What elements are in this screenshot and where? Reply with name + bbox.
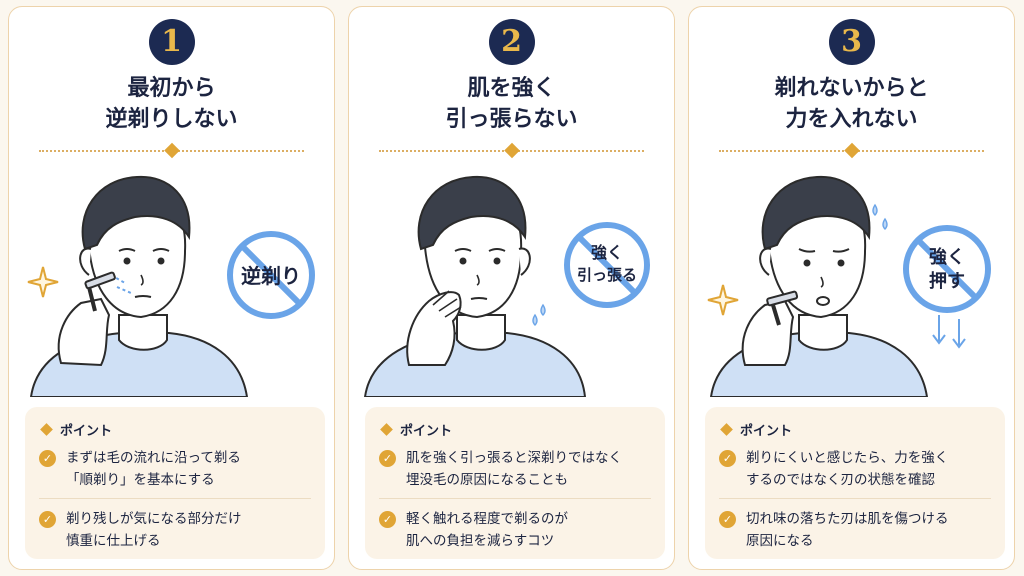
point-text-line: 剃り残しが気になる部分だけ xyxy=(66,511,242,527)
check-icon: ✓ xyxy=(379,450,396,467)
sign-label: 押す xyxy=(929,270,965,292)
sign-label: 強く xyxy=(591,243,623,262)
point-item: ✓ まずは毛の流れに沿って剃る「順剃り」を基本にする xyxy=(39,438,311,498)
diamond-icon xyxy=(163,142,180,159)
point-text-line: 埋没毛の原因になることも xyxy=(406,472,568,488)
diamond-icon xyxy=(503,142,520,159)
prohibition-sign: 強く 引っ張る xyxy=(564,222,650,308)
point-panel: ポイント ✓ まずは毛の流れに沿って剃る「順剃り」を基本にする ✓ 剃り残しが気… xyxy=(25,407,325,559)
point-header: ポイント xyxy=(39,420,311,439)
card-title: 剃れないからと 力を入れない xyxy=(689,73,1014,135)
card-title: 肌を強く 引っ張らない xyxy=(349,73,674,135)
point-item: ✓ 剃り残しが気になる部分だけ慎重に仕上げる xyxy=(39,498,311,559)
tip-card-2: 2 肌を強く 引っ張らない 強く 引っ張る xyxy=(348,6,675,570)
point-text-line: 慎重に仕上げる xyxy=(66,533,161,549)
tips-grid: 1 最初から 逆剃りしない xyxy=(8,6,1016,570)
step-number-badge: 1 xyxy=(148,19,195,65)
point-text-line: 切れ味の落ちた刃は肌を傷つける xyxy=(746,511,949,527)
sign-label: 強く xyxy=(929,246,965,268)
check-icon: ✓ xyxy=(39,511,56,528)
step-number-badge: 2 xyxy=(488,19,535,65)
illustration-man-shaving-against-grain: 逆剃り xyxy=(27,175,315,397)
step-number-badge: 3 xyxy=(828,19,875,65)
dotted-divider xyxy=(379,142,644,159)
check-icon: ✓ xyxy=(379,511,396,528)
point-text-line: まずは毛の流れに沿って剃る xyxy=(66,450,241,466)
point-text-line: 軽く触れる程度で剃るのが xyxy=(406,511,568,527)
diamond-icon xyxy=(380,422,393,436)
tip-card-1: 1 最初から 逆剃りしない xyxy=(8,6,335,570)
point-text-line: 「順剃り」を基本にする xyxy=(66,472,215,488)
diamond-icon xyxy=(40,422,53,436)
point-item: ✓ 肌を強く引っ張ると深剃りではなく埋没毛の原因になることも xyxy=(379,438,651,498)
point-header: ポイント xyxy=(719,420,991,439)
dotted-divider xyxy=(39,142,304,159)
point-panel: ポイント ✓ 剃りにくいと感じたら、力を強くするのではなく刃の状態を確認 ✓ 切… xyxy=(705,407,1005,559)
point-label: ポイント xyxy=(740,423,793,439)
card-title-line: 剃れないからと xyxy=(774,76,929,101)
arrow-down-icon xyxy=(932,315,966,349)
card-title-line: 引っ張らない xyxy=(445,107,578,132)
point-header: ポイント xyxy=(379,420,651,439)
illustration-man-pressing-hard: 強く 押す xyxy=(707,175,991,397)
check-icon: ✓ xyxy=(719,511,736,528)
point-text-line: するのではなく刃の状態を確認 xyxy=(746,472,935,488)
point-label: ポイント xyxy=(400,423,453,439)
card-title-line: 逆剃りしない xyxy=(105,107,238,132)
check-icon: ✓ xyxy=(719,450,736,467)
card-title-line: 力を入れない xyxy=(785,107,918,132)
point-item: ✓ 軽く触れる程度で剃るのが肌への負担を減らすコツ xyxy=(379,498,651,559)
point-item: ✓ 切れ味の落ちた刃は肌を傷つける原因になる xyxy=(719,498,991,559)
sparkle-icon xyxy=(27,266,59,298)
point-text-line: 剃りにくいと感じたら、力を強く xyxy=(746,450,949,466)
card-title-line: 肌を強く xyxy=(467,76,556,101)
sign-label: 逆剃り xyxy=(241,264,301,288)
illustration-man-stretching-skin: 強く 引っ張る xyxy=(363,175,650,397)
diamond-icon xyxy=(843,142,860,159)
point-label: ポイント xyxy=(60,423,113,439)
sign-label: 引っ張る xyxy=(577,266,637,284)
prohibition-sign: 強く 押す xyxy=(903,225,991,313)
card-title-line: 最初から xyxy=(127,76,216,101)
point-panel: ポイント ✓ 肌を強く引っ張ると深剃りではなく埋没毛の原因になることも ✓ 軽く… xyxy=(365,407,665,559)
prohibition-sign: 逆剃り xyxy=(227,231,315,319)
tip-card-3: 3 剃れないからと 力を入れない 強く 押す xyxy=(688,6,1015,570)
point-item: ✓ 剃りにくいと感じたら、力を強くするのではなく刃の状態を確認 xyxy=(719,438,991,498)
point-text-line: 肌を強く引っ張ると深剃りではなく xyxy=(406,450,622,466)
dotted-divider xyxy=(719,142,984,159)
check-icon: ✓ xyxy=(39,450,56,467)
diamond-icon xyxy=(720,422,733,436)
point-text-line: 原因になる xyxy=(746,533,814,549)
card-title: 最初から 逆剃りしない xyxy=(9,73,334,135)
point-text-line: 肌への負担を減らすコツ xyxy=(406,533,555,549)
sparkle-icon xyxy=(707,284,739,316)
